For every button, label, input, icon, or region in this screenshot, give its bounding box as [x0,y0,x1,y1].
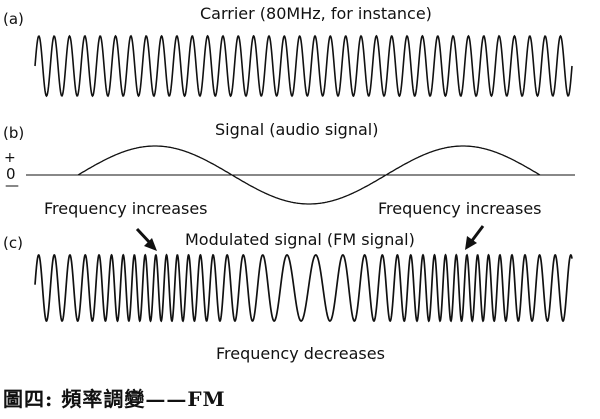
figure-caption: 圖四: 頻率調變——FM [3,387,226,411]
signal-title: Signal (audio signal) [215,120,379,139]
panel-b-label: (b) [3,124,25,142]
panel-c-label: (c) [3,234,23,252]
frequency-increases-right: Frequency increases [378,199,542,218]
minus-sign: — [5,178,19,194]
carrier-wave [34,34,573,98]
frequency-decreases: Frequency decreases [216,344,385,363]
zero-label: 0 [6,165,16,183]
audio-signal-wave [77,145,541,205]
plus-sign: + [4,150,16,166]
carrier-title: Carrier (80MHz, for instance) [200,4,432,23]
arrow-right [465,225,485,250]
modulated-title: Modulated signal (FM signal) [185,230,415,249]
arrow-left [135,227,157,251]
frequency-increases-left: Frequency increases [44,199,208,218]
panel-a-label: (a) [3,10,24,28]
fm-modulated-wave [34,253,573,323]
